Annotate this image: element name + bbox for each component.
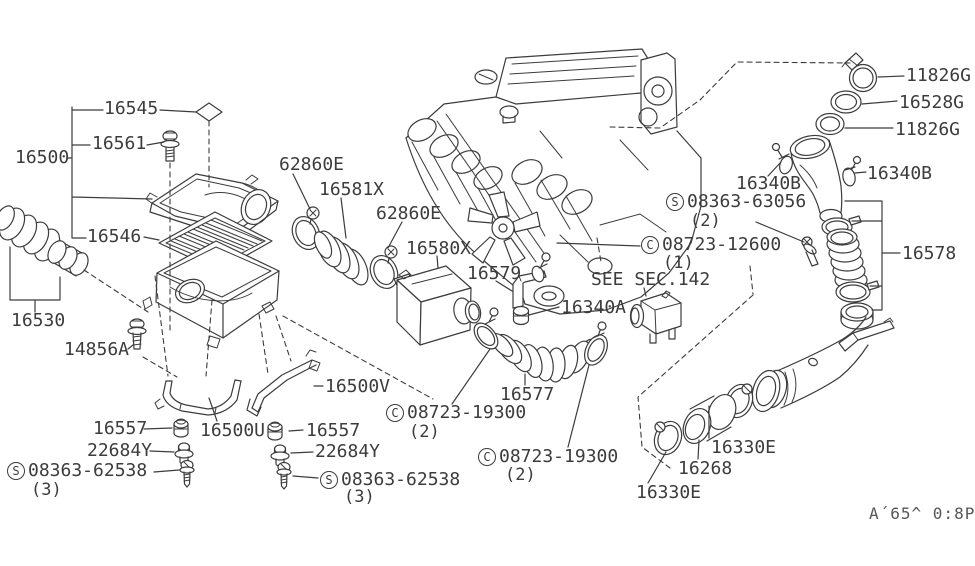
part-label-16340B-a: 16340B bbox=[736, 173, 802, 194]
part-label-16528G: 16528G bbox=[899, 92, 965, 113]
part-label-16330E-a: 16330E bbox=[711, 437, 777, 458]
bolt-16561 bbox=[160, 130, 180, 162]
nut-16557-right bbox=[267, 421, 283, 441]
part-label-16545: 16545 bbox=[104, 98, 159, 119]
part-label-62860E-b: 62860E bbox=[376, 203, 442, 224]
part-label-16581X: 16581X bbox=[319, 179, 385, 200]
callout-qty: (3) bbox=[31, 480, 62, 500]
hose-16268 bbox=[682, 394, 737, 444]
callout-number: 08723-19300 bbox=[499, 446, 619, 467]
bolt-08363-63056-target bbox=[801, 236, 819, 267]
see-section-note: SEE SEC.142 bbox=[591, 269, 711, 290]
hose-16581X bbox=[313, 230, 369, 286]
ring-16528G bbox=[830, 90, 862, 114]
part-label-62860E-a: 62860E bbox=[279, 154, 345, 175]
grommet-22684Y-right bbox=[270, 444, 290, 467]
clamp-16340B-right bbox=[842, 155, 862, 187]
callout-number: 08723-19300 bbox=[407, 402, 527, 423]
callout-number: 08723-12600 bbox=[662, 234, 782, 255]
callout-08723-12600: C 08723-12600 bbox=[641, 236, 781, 254]
air-duct-elbow bbox=[789, 134, 843, 224]
part-label-14856A: 14856A bbox=[64, 339, 130, 360]
callout-qty: (1) bbox=[663, 253, 694, 273]
circled-c-icon: C bbox=[478, 448, 496, 466]
part-label-16579: 16579 bbox=[467, 263, 522, 284]
intake-tube-assembly bbox=[751, 302, 895, 413]
callout-number: 08363-62538 bbox=[341, 469, 461, 490]
engine-fan bbox=[467, 191, 541, 266]
callout-08363-62538-b: S 08363-62538 bbox=[320, 471, 460, 489]
ring-11826G-lower bbox=[815, 112, 845, 136]
callout-number: 08363-62538 bbox=[28, 460, 148, 481]
part-label-22684Y-a: 22684Y bbox=[87, 440, 153, 461]
corrugated-hose-16578 bbox=[826, 228, 868, 290]
bellows-hose-16577 bbox=[490, 332, 596, 383]
clamp-16340B-left bbox=[771, 142, 793, 175]
air-duct-hoses-16530 bbox=[0, 205, 89, 277]
callout-08363-63056: S 08363-63056 bbox=[666, 193, 806, 211]
bracket-16500U bbox=[154, 379, 242, 416]
leader-lines bbox=[9, 75, 905, 484]
clamp-16330E-lower bbox=[653, 420, 683, 456]
part-label-22684Y-b: 22684Y bbox=[315, 441, 381, 462]
circled-s-icon: S bbox=[7, 462, 25, 480]
part-label-16561: 16561 bbox=[92, 133, 147, 154]
part-label-16580X: 16580X bbox=[406, 238, 472, 259]
clamp-62860E-second bbox=[369, 245, 413, 290]
callout-08723-19300-b: C 08723-19300 bbox=[478, 448, 618, 466]
resonator-16580X bbox=[396, 265, 482, 346]
grommet-22684Y-left bbox=[174, 442, 194, 465]
part-label-16546: 16546 bbox=[87, 226, 142, 247]
part-label-16557-b: 16557 bbox=[306, 420, 361, 441]
bracket-16500V bbox=[246, 349, 321, 417]
air-cleaner-housing bbox=[142, 240, 280, 349]
clamp-16577-right bbox=[583, 321, 609, 366]
part-label-16530: 16530 bbox=[11, 310, 66, 331]
part-label-16268: 16268 bbox=[678, 458, 733, 479]
part-label-16340A: 16340A bbox=[561, 297, 627, 318]
part-label-16578: 16578 bbox=[902, 243, 957, 264]
gasket-diamond-16545 bbox=[195, 102, 223, 122]
callout-qty: (3) bbox=[344, 487, 375, 507]
grommet-16340A bbox=[512, 305, 530, 326]
screw-08363-62538-right bbox=[276, 461, 292, 490]
engine-drawing bbox=[405, 48, 702, 315]
dashed-assembly-lines bbox=[83, 61, 851, 469]
clamp-bolt-above-16579 bbox=[531, 252, 551, 283]
callout-qty: (2) bbox=[505, 465, 536, 485]
callout-08723-19300-a: C 08723-19300 bbox=[386, 404, 526, 422]
part-label-16557-a: 16557 bbox=[93, 418, 148, 439]
part-label-16577: 16577 bbox=[500, 384, 555, 405]
diagram-plate-code: A´65^ 0:8P bbox=[869, 504, 975, 523]
part-label-16500U: 16500U bbox=[200, 420, 266, 441]
band-clamp-16578-lower bbox=[835, 280, 880, 303]
callout-qty: (2) bbox=[409, 422, 440, 442]
circled-c-icon: C bbox=[641, 236, 659, 254]
callout-number: 08363-63056 bbox=[687, 191, 807, 212]
air-cleaner-cover-16546-group bbox=[145, 102, 279, 241]
callout-qty: (2) bbox=[690, 211, 721, 231]
part-label-16500V: 16500V bbox=[325, 376, 391, 397]
part-label-16330E-b: 16330E bbox=[636, 482, 702, 503]
part-label-16500: 16500 bbox=[15, 147, 70, 168]
part-label-11826G-a: 11826G bbox=[906, 65, 972, 86]
part-label-16340B-b: 16340B bbox=[867, 163, 933, 184]
circled-s-icon: S bbox=[666, 193, 684, 211]
circled-c-icon: C bbox=[386, 404, 404, 422]
part-label-11826G-b: 11826G bbox=[895, 119, 961, 140]
worm-clamp-11826G-top bbox=[841, 52, 878, 93]
clamp-16577-left bbox=[473, 307, 499, 350]
circled-s-icon: S bbox=[320, 471, 338, 489]
screw-08363-62538-left bbox=[179, 459, 195, 488]
callout-08363-62538-a: S 08363-62538 bbox=[7, 462, 147, 480]
bolt-14856A bbox=[127, 318, 147, 350]
nut-16557-left bbox=[173, 418, 189, 438]
see-sec-142-valve bbox=[629, 290, 682, 344]
